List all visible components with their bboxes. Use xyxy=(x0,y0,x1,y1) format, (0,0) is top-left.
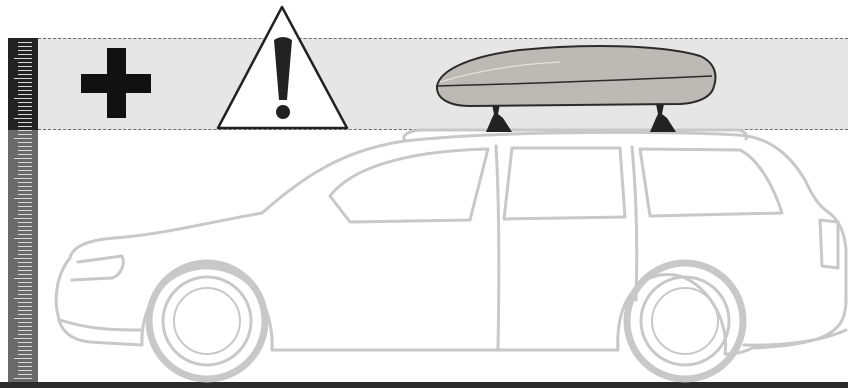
ruler-tick xyxy=(14,378,32,379)
ruler-tick xyxy=(18,70,32,71)
ruler-tick xyxy=(14,218,32,219)
ruler-tick xyxy=(14,78,32,79)
ruler-tick xyxy=(18,162,32,163)
ruler-tick xyxy=(18,102,32,103)
ruler-tick xyxy=(18,122,32,123)
ruler-tick xyxy=(18,94,32,95)
ruler-tick xyxy=(18,274,32,275)
ruler-tick xyxy=(18,362,32,363)
ruler-tick xyxy=(18,82,32,83)
ruler-tick xyxy=(14,278,32,279)
ruler-tick xyxy=(18,246,32,247)
ruler-tick xyxy=(18,286,32,287)
height-ruler xyxy=(8,38,38,382)
ruler-tick xyxy=(18,74,32,75)
ruler-tick xyxy=(18,366,32,367)
ruler-tick xyxy=(18,346,32,347)
front-wheel xyxy=(145,259,269,383)
ruler-tick xyxy=(14,298,32,299)
plus-icon xyxy=(81,48,151,118)
ruler-tick xyxy=(18,46,32,47)
rear-wheel xyxy=(623,259,747,383)
ruler-tick xyxy=(18,146,32,147)
ruler-tick xyxy=(14,158,32,159)
ruler-tick xyxy=(18,370,32,371)
ruler-tick xyxy=(18,126,32,127)
ruler-tick xyxy=(14,118,32,119)
ruler-tick xyxy=(18,206,32,207)
ruler-tick xyxy=(18,342,32,343)
ruler-tick xyxy=(18,190,32,191)
ruler-tick xyxy=(14,358,32,359)
ruler-tick xyxy=(18,130,32,131)
ruler-tick xyxy=(14,138,32,139)
ruler-tick xyxy=(14,98,32,99)
ruler-tick xyxy=(18,174,32,175)
ruler-tick xyxy=(18,250,32,251)
ruler-tick xyxy=(18,314,32,315)
ruler-tick xyxy=(18,354,32,355)
ruler-tick xyxy=(18,234,32,235)
ruler-tick xyxy=(18,266,32,267)
roof-box xyxy=(435,45,717,108)
ruler-tick xyxy=(18,166,32,167)
ruler-tick xyxy=(18,330,32,331)
ruler-tick xyxy=(18,90,32,91)
ruler-tick xyxy=(18,230,32,231)
ruler-tick xyxy=(18,310,32,311)
ruler-tick xyxy=(18,142,32,143)
ruler-tick xyxy=(14,258,32,259)
roof-box-mounts xyxy=(486,104,676,132)
ruler-tick xyxy=(14,238,32,239)
ruler-tick xyxy=(18,54,32,55)
ground-line xyxy=(0,382,848,388)
ruler-tick xyxy=(18,262,32,263)
ruler-tick xyxy=(14,318,32,319)
ruler-tick xyxy=(18,114,32,115)
ruler-tick xyxy=(18,306,32,307)
ruler-tick xyxy=(18,170,32,171)
ruler-tick xyxy=(18,50,32,51)
car-body xyxy=(54,128,848,356)
ruler-tick xyxy=(18,186,32,187)
ruler-tick xyxy=(18,66,32,67)
ruler-tick xyxy=(18,194,32,195)
ruler-tick xyxy=(18,210,32,211)
ruler-tick xyxy=(18,134,32,135)
ruler-tick xyxy=(18,42,32,43)
ruler-tick xyxy=(18,242,32,243)
ruler-tick xyxy=(18,106,32,107)
ruler-tick xyxy=(14,178,32,179)
ruler-tick xyxy=(18,202,32,203)
ruler-tick xyxy=(18,110,32,111)
ruler-tick xyxy=(18,254,32,255)
ruler-tick xyxy=(18,222,32,223)
ruler-tick xyxy=(18,322,32,323)
ruler-tick xyxy=(18,282,32,283)
ruler-tick xyxy=(14,338,32,339)
ruler-tick xyxy=(18,374,32,375)
ruler-tick xyxy=(18,86,32,87)
ruler-tick xyxy=(14,58,32,59)
ruler-tick xyxy=(18,270,32,271)
ruler-tick xyxy=(18,214,32,215)
ruler-tick xyxy=(18,326,32,327)
ruler-tick xyxy=(18,154,32,155)
ruler-tick xyxy=(18,294,32,295)
height-limit-line-top xyxy=(38,38,848,39)
ruler-tick xyxy=(18,182,32,183)
ruler-tick xyxy=(18,302,32,303)
warning-icon xyxy=(216,5,349,130)
ruler-tick xyxy=(18,150,32,151)
ruler-tick xyxy=(18,290,32,291)
ruler-tick xyxy=(18,334,32,335)
ruler-tick xyxy=(14,198,32,199)
ruler-tick xyxy=(18,62,32,63)
ruler-tick xyxy=(18,350,32,351)
ruler-tick xyxy=(18,226,32,227)
